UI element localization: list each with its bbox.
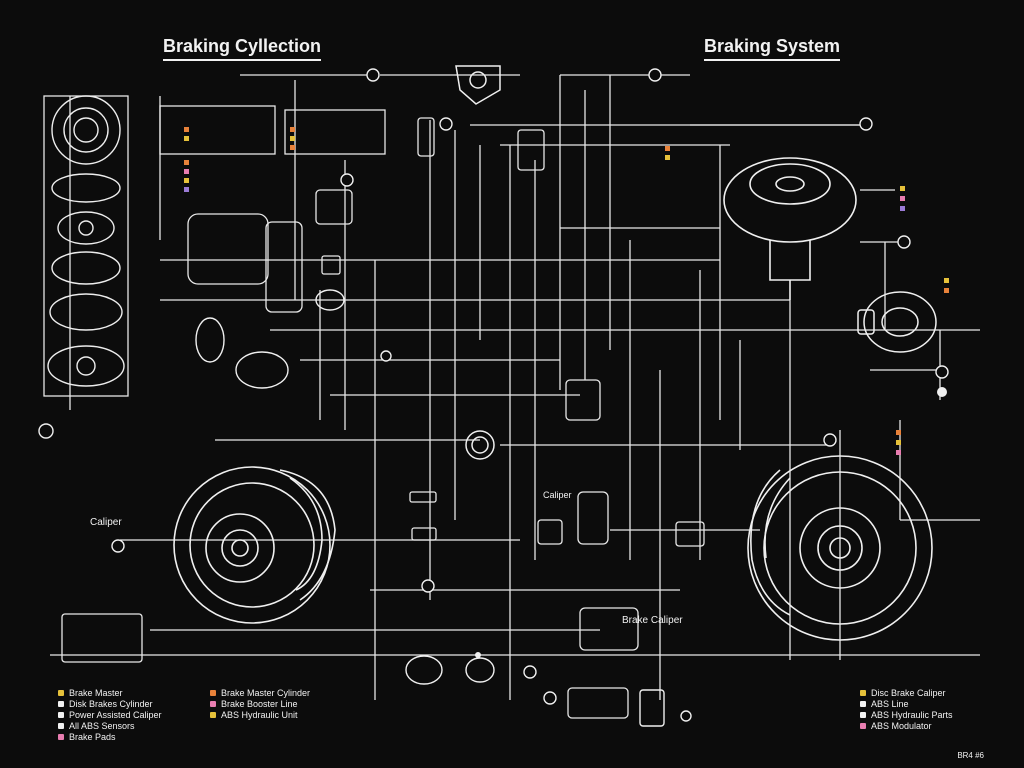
pad-icon bbox=[51, 251, 121, 285]
caliper-icon bbox=[51, 173, 121, 203]
legend-item: Brake Pads bbox=[58, 732, 162, 743]
component-column-frame bbox=[43, 95, 129, 397]
legend-swatch bbox=[58, 723, 64, 729]
sensor-icon bbox=[465, 657, 495, 683]
housing-icon bbox=[47, 345, 125, 387]
bracket-icon bbox=[49, 293, 123, 331]
legend-mid: Brake Master Cylinder Brake Booster Line… bbox=[210, 688, 310, 721]
corner-code: BR4 #6 bbox=[957, 751, 984, 760]
legend-item: Disk Brakes Cylinder bbox=[58, 699, 162, 710]
title-left: Braking Cyllection bbox=[163, 36, 322, 61]
legend-item: Disc Brake Caliper bbox=[860, 688, 953, 699]
legend-item: All ABS Sensors bbox=[58, 721, 162, 732]
legend-swatch bbox=[58, 712, 64, 718]
legend-item: ABS Hydraulic Parts bbox=[860, 710, 953, 721]
legend-swatch bbox=[860, 690, 866, 696]
caliper-left-label: Caliper bbox=[90, 517, 122, 528]
legend-swatch bbox=[860, 701, 866, 707]
legend-left: Brake Master Disk Brakes Cylinder Power … bbox=[58, 688, 162, 743]
legend-item: Power Assisted Caliper bbox=[58, 710, 162, 721]
left-brake-assembly bbox=[173, 466, 336, 624]
legend-item: Brake Master Cylinder bbox=[210, 688, 310, 699]
switch-icon bbox=[639, 689, 665, 727]
legend-right: Disc Brake Caliper ABS Line ABS Hydrauli… bbox=[860, 688, 953, 732]
legend-swatch bbox=[58, 734, 64, 740]
legend-swatch bbox=[210, 712, 216, 718]
legend-item: ABS Hydraulic Unit bbox=[210, 710, 310, 721]
legend-item: Brake Booster Line bbox=[210, 699, 310, 710]
piston-icon bbox=[57, 211, 115, 245]
master-cylinder bbox=[857, 291, 937, 353]
legend-swatch bbox=[58, 690, 64, 696]
spring-icon bbox=[195, 317, 225, 363]
legend-item: Brake Master bbox=[58, 688, 162, 699]
brake-booster bbox=[723, 157, 857, 300]
legend-item: ABS Modulator bbox=[860, 721, 953, 732]
legend-swatch bbox=[860, 723, 866, 729]
seal-icon bbox=[235, 351, 289, 389]
pressure-gauge bbox=[465, 430, 495, 460]
hose-connector bbox=[455, 65, 501, 105]
title-right: Braking System bbox=[704, 36, 841, 61]
legend-swatch bbox=[860, 712, 866, 718]
legend-swatch bbox=[210, 701, 216, 707]
right-brake-disc bbox=[747, 455, 933, 641]
legend-item: ABS Line bbox=[860, 699, 953, 710]
legend-swatch bbox=[58, 701, 64, 707]
valve-icon bbox=[405, 655, 443, 685]
brake-caliper-label: Brake Caliper bbox=[622, 615, 683, 626]
fitting-icon bbox=[315, 289, 345, 311]
legend-swatch bbox=[210, 690, 216, 696]
rotor-icon bbox=[51, 95, 121, 165]
caliper-mid-label: Caliper bbox=[543, 490, 572, 500]
